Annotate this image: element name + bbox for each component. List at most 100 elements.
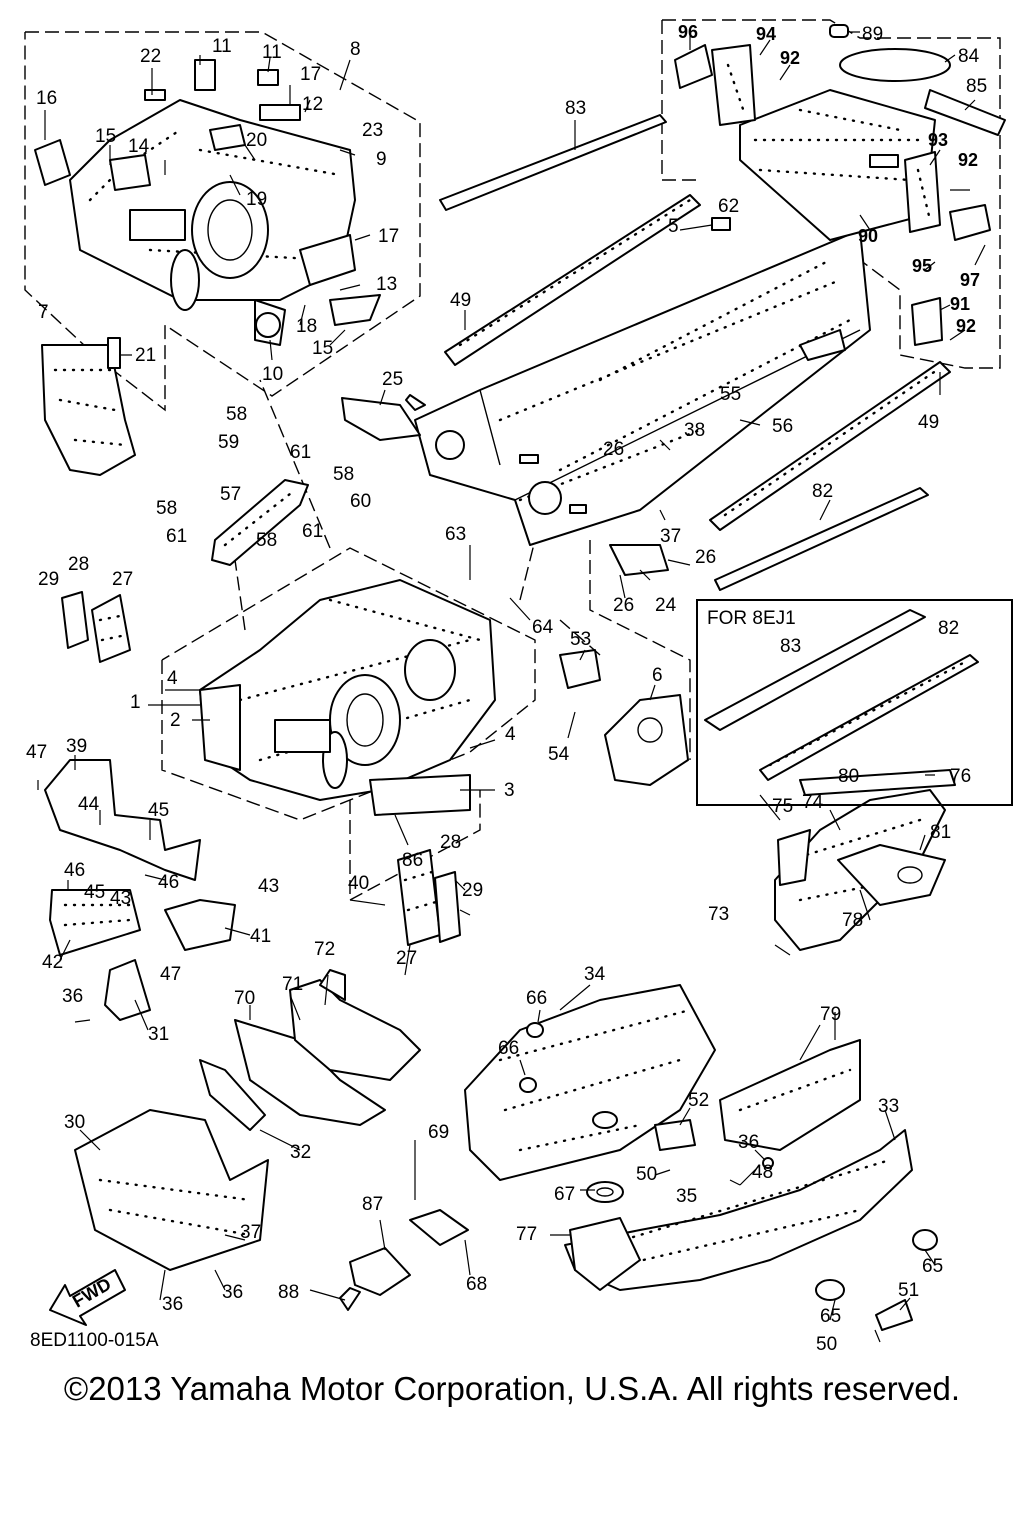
bottom-pans (464, 984, 938, 1301)
label-92: 92 (958, 150, 978, 170)
label-24: 24 (655, 595, 677, 616)
small-brackets-upper (341, 217, 846, 576)
label-26: 26 (613, 595, 634, 616)
part-labels: 22 11 11 8 17 12 16 15 14 20 23 9 19 17 … (26, 22, 987, 1355)
label-57: 57 (220, 484, 241, 505)
label-4: 4 (505, 724, 516, 745)
small-parts-bottom (339, 1022, 913, 1331)
rear-tunnel (414, 229, 871, 546)
label-49: 49 (450, 290, 471, 311)
label-15: 15 (312, 338, 333, 359)
label-8: 8 (350, 39, 361, 60)
label-65: 65 (922, 1256, 943, 1277)
label-20: 20 (246, 130, 267, 151)
label-49: 49 (918, 412, 939, 433)
label-75: 75 (772, 796, 793, 817)
label-82: 82 (812, 481, 833, 502)
label-81: 81 (930, 822, 951, 843)
label-60: 60 (350, 491, 371, 512)
label-66: 66 (498, 1038, 519, 1059)
label-88: 88 (278, 1282, 299, 1303)
label-56: 56 (772, 416, 793, 437)
label-61: 61 (290, 442, 311, 463)
label-43: 43 (258, 876, 279, 897)
label-50: 50 (816, 1334, 837, 1355)
label-5: 5 (668, 216, 679, 237)
label-55: 55 (720, 384, 741, 405)
boots-27-28 (61, 591, 461, 946)
label-47: 47 (26, 742, 47, 763)
label-46: 46 (64, 860, 85, 881)
label-3: 3 (504, 780, 515, 801)
label-92: 92 (956, 316, 976, 336)
label-11: 11 (262, 42, 282, 63)
label-28: 28 (68, 554, 89, 575)
label-58: 58 (226, 404, 247, 425)
label-86: 86 (402, 850, 423, 871)
label-18: 18 (296, 316, 317, 337)
inset-8ej1: FOR 8EJ1 (696, 599, 1013, 806)
label-51: 51 (898, 1280, 919, 1301)
copyright-notice: ©2013 Yamaha Motor Corporation, U.S.A. A… (63, 1370, 961, 1407)
label-64: 64 (532, 617, 554, 638)
label-67: 67 (554, 1184, 575, 1205)
label-91: 91 (950, 294, 970, 314)
label-89: 89 (862, 24, 883, 45)
label-11: 11 (212, 36, 232, 57)
label-79: 79 (820, 1004, 841, 1025)
label-74: 74 (802, 792, 824, 813)
label-94: 94 (756, 24, 776, 44)
label-93: 93 (928, 130, 948, 150)
label-44: 44 (78, 794, 100, 815)
label-48: 48 (752, 1162, 773, 1183)
label-61: 61 (166, 526, 187, 547)
label-95: 95 (912, 256, 932, 276)
label-30: 30 (64, 1112, 85, 1133)
label-50: 50 (636, 1164, 657, 1185)
seat-base-90 (674, 24, 1006, 346)
label-36: 36 (738, 1132, 759, 1153)
rails-and-covers (405, 114, 951, 591)
label-37: 37 (240, 1222, 261, 1243)
label-82: 82 (938, 618, 959, 639)
label-62: 62 (718, 196, 739, 217)
label-4: 4 (167, 668, 178, 689)
label-36: 36 (162, 1294, 183, 1315)
label-63: 63 (445, 524, 466, 545)
label-17: 17 (378, 226, 399, 247)
label-85: 85 (966, 76, 987, 97)
label-70: 70 (234, 988, 255, 1009)
label-65: 65 (820, 1306, 841, 1327)
label-28: 28 (440, 832, 461, 853)
label-34: 34 (584, 964, 606, 985)
label-23: 23 (362, 120, 383, 141)
label-42: 42 (42, 952, 63, 973)
label-76: 76 (950, 766, 971, 787)
label-77: 77 (516, 1224, 537, 1245)
label-27: 27 (112, 569, 133, 590)
label-97: 97 (960, 270, 980, 290)
exploded-parts-diagram: FWD FOR 8EJ1 22 11 11 8 17 12 16 15 14 2… (24, 19, 1013, 1355)
label-22: 22 (140, 46, 161, 67)
label-53: 53 (570, 629, 591, 650)
label-13: 13 (376, 274, 397, 295)
label-29: 29 (462, 880, 483, 901)
label-6: 6 (652, 665, 663, 686)
inset-title: FOR 8EJ1 (707, 608, 796, 629)
label-58: 58 (333, 464, 354, 485)
label-84: 84 (958, 46, 980, 67)
label-54: 54 (548, 744, 570, 765)
label-37: 37 (660, 526, 681, 547)
label-92: 92 (780, 48, 800, 68)
label-17: 17 (300, 64, 321, 85)
right-lower-covers (774, 769, 956, 951)
label-25: 25 (382, 369, 403, 390)
label-38: 38 (684, 420, 705, 441)
label-15: 15 (95, 126, 116, 147)
label-14: 14 (128, 136, 150, 157)
label-12: 12 (302, 94, 323, 115)
label-73: 73 (708, 904, 729, 925)
label-58: 58 (256, 530, 277, 551)
label-32: 32 (290, 1142, 311, 1163)
label-83: 83 (565, 98, 586, 119)
